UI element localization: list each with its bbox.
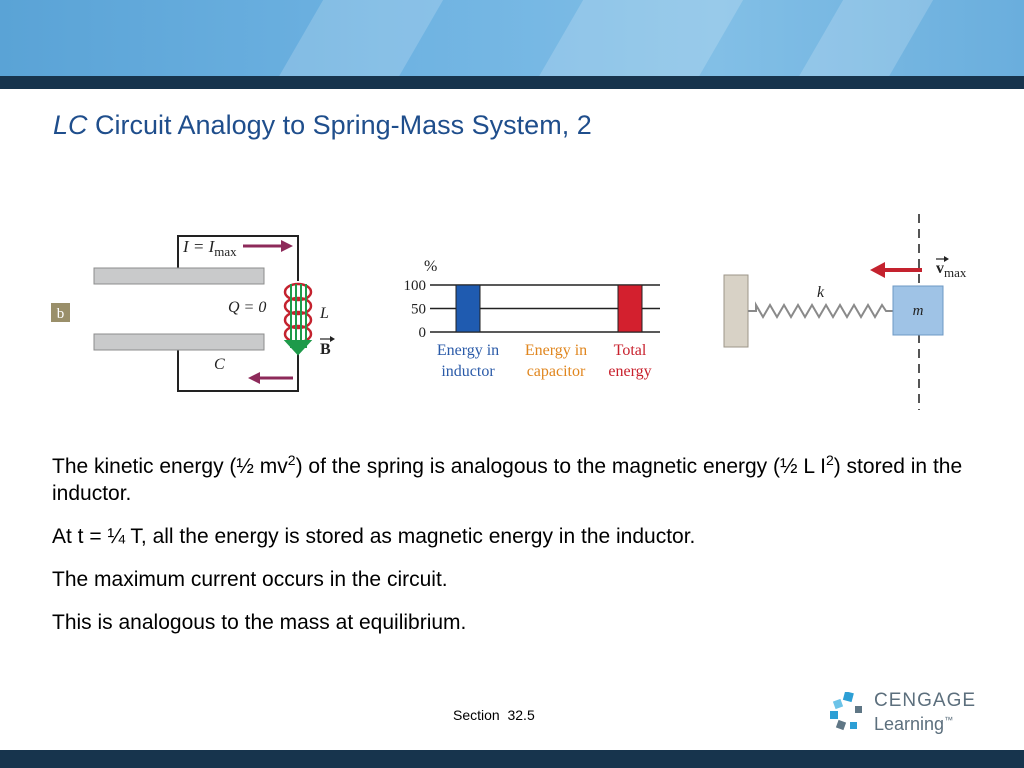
logo-mark-icon	[830, 692, 862, 731]
chart-category-label: inductor	[441, 363, 495, 380]
spring-mass-figure: m k vmax	[723, 214, 967, 410]
chart-category-label: energy	[608, 363, 651, 380]
body-paragraph-1: The kinetic energy (½ mv2) of the spring…	[52, 452, 963, 505]
chart-tick-label: 0	[419, 325, 427, 341]
inductor-label: L	[319, 305, 329, 322]
header-banner	[0, 0, 1024, 76]
chart-bar	[455, 284, 481, 333]
inductor-coil	[283, 282, 313, 344]
current-label: I = Imax	[182, 237, 237, 259]
mass-block	[892, 285, 944, 336]
lc-circuit-figure: b I = Imax Q = 0 L B C	[51, 235, 335, 392]
chart-labels: Energy in inductor Energy in capacitor Total…	[437, 342, 652, 380]
chart-category-label: capacitor	[527, 363, 586, 380]
spring-coil	[748, 301, 893, 319]
chart-bars	[455, 284, 643, 333]
slide-body: The kinetic energy (½ mv2) of the spring…	[52, 447, 982, 652]
chart-bar	[617, 284, 643, 333]
logo-word-cengage: CENGAGE	[874, 690, 977, 711]
header-stripe	[0, 76, 1024, 89]
magnetic-field-lines	[283, 284, 313, 356]
body-paragraph-3: The maximum current occurs in the circui…	[52, 568, 448, 591]
chart-unit-label: %	[424, 258, 437, 275]
superscript: 2	[825, 452, 834, 468]
chart-category-label: Energy in	[437, 342, 499, 359]
field-vector-arrowhead	[330, 336, 335, 342]
velocity-label-sub: max	[944, 265, 967, 280]
chart-tick-label: 50	[411, 302, 426, 318]
body-paragraph-2: At t = ¼ T, all the energy is stored as …	[52, 525, 696, 548]
mass-label: m	[913, 303, 924, 319]
panel-label-box	[51, 303, 70, 322]
chart-tick-label: 100	[404, 278, 427, 294]
section-footer: Section 32.5	[453, 707, 535, 723]
velocity-arrowhead	[870, 262, 885, 278]
current-label-sub: max	[214, 244, 237, 259]
footer-stripe	[0, 750, 1024, 768]
spring-constant-label: k	[817, 284, 825, 301]
title-italic: LC	[53, 110, 88, 140]
velocity-label: vmax	[936, 260, 967, 280]
superscript: 2	[287, 452, 296, 468]
energy-bar-chart: % 100 50 0 Energy in inductor Energy in capac…	[404, 258, 660, 380]
title-text: Circuit Analogy to Spring-Mass System, 2	[87, 110, 592, 140]
chart-category-label: Energy in	[525, 342, 587, 359]
circuit-wire-bottom	[177, 341, 299, 392]
charge-label: Q = 0	[228, 299, 266, 316]
chart-category-label: Total	[614, 342, 647, 359]
velocity-vector-mark-head	[944, 256, 949, 262]
circuit-wire-top	[177, 235, 299, 281]
current-arrowhead-top	[281, 240, 293, 252]
capacitor-plate-bottom	[93, 333, 265, 351]
current-arrowhead-bottom	[248, 372, 260, 384]
field-label: B	[320, 341, 331, 358]
logo-trademark: ™	[944, 715, 954, 725]
chart-ticks: 100 50 0	[404, 278, 427, 341]
cengage-logo: CENGAGE Learning™	[830, 688, 980, 740]
body-paragraph-4: This is analogous to the mass at equilib…	[52, 611, 467, 634]
panel-label: b	[57, 306, 65, 322]
spring-wall	[723, 274, 749, 348]
capacitor-plate-top	[93, 267, 265, 285]
slide-title: LC Circuit Analogy to Spring-Mass System…	[53, 110, 592, 141]
logo-word-learning: Learning™	[874, 714, 954, 734]
capacitor-label: C	[214, 356, 225, 373]
